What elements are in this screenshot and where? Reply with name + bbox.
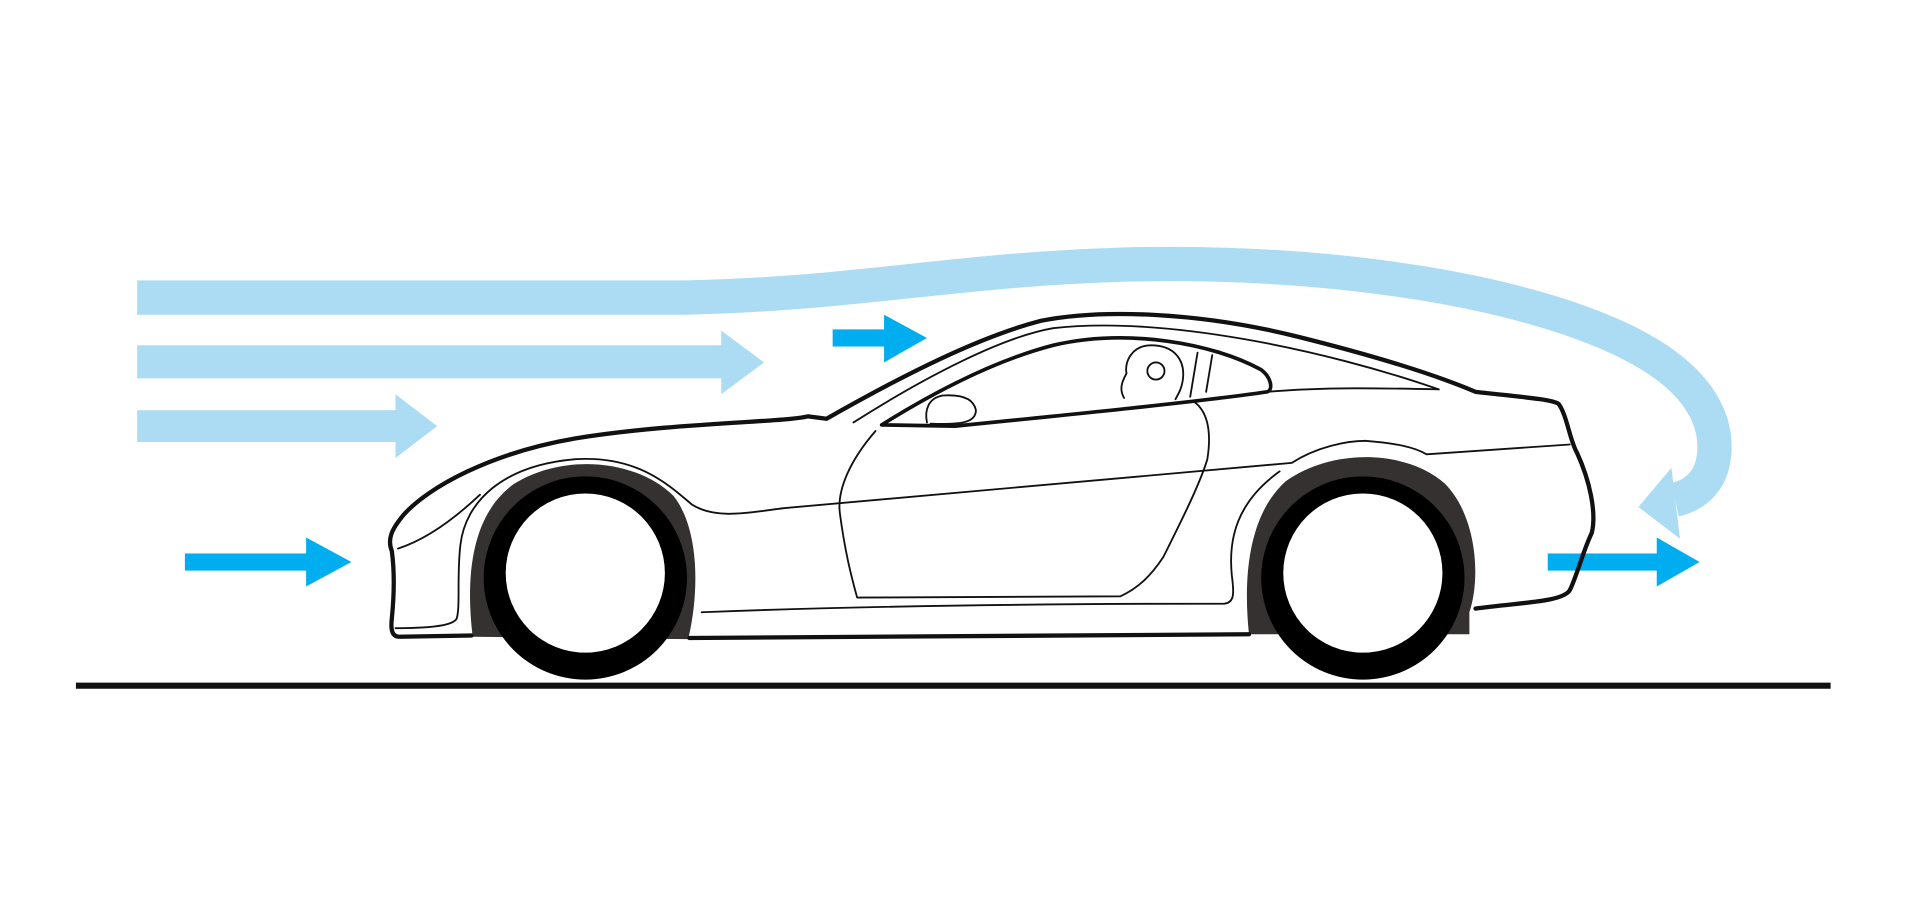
mirror [925, 394, 977, 425]
airflow-stream-3-arrowhead [395, 394, 438, 458]
driver-head [1120, 344, 1185, 401]
front-arrow-icon [184, 537, 352, 587]
airflow-stream-2-arrowhead [721, 330, 765, 395]
rear-arrow-icon [1547, 537, 1700, 587]
rear-pillar-lines [1189, 351, 1214, 398]
front-fender-crease [397, 493, 481, 550]
airflow-over-roof [137, 246, 1732, 517]
window-outline [879, 336, 1273, 428]
rear-wheel [1261, 476, 1465, 680]
airflow-light-streams [137, 246, 1732, 539]
steering-wheel-icon [1146, 361, 1166, 381]
airflow-recirculation-arrowhead [1638, 467, 1680, 539]
front-bumper-line [394, 439, 1571, 630]
side-sill [700, 470, 1281, 614]
roof-line [852, 324, 1440, 424]
car-body [387, 311, 1596, 641]
airflow-bright-arrows [184, 314, 1700, 587]
front-wheel [483, 476, 687, 680]
door-outline [838, 400, 1210, 599]
airflow-stream-3 [137, 410, 398, 443]
underbody-line [687, 632, 1252, 641]
airflow-stream-2 [137, 345, 725, 379]
windshield-arrow-icon [832, 314, 927, 363]
body-outline [387, 311, 1596, 639]
